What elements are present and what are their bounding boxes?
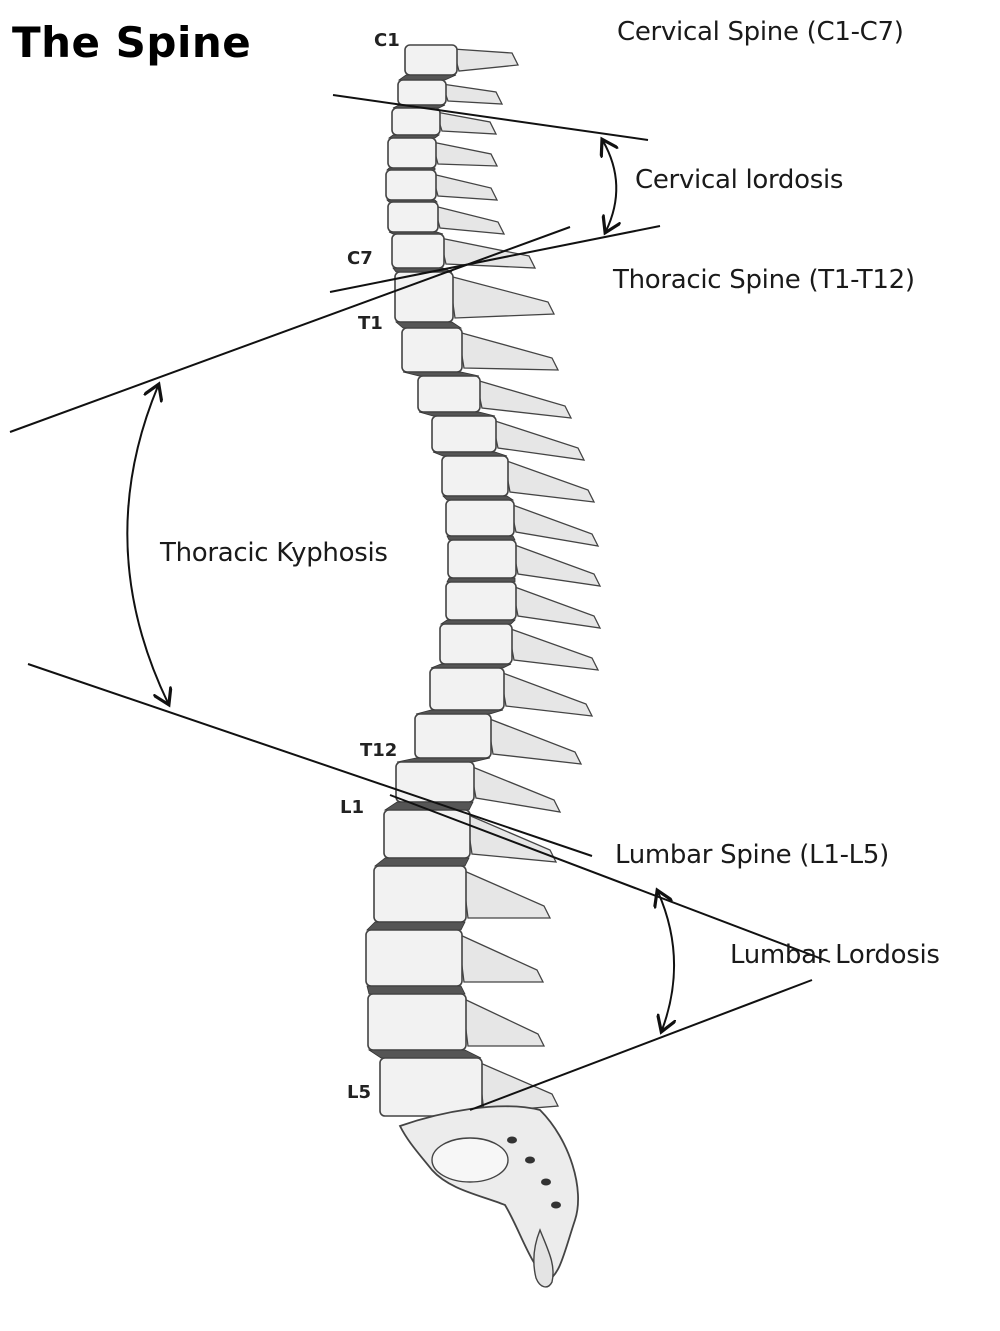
vertebra-body (391, 233, 445, 269)
thoracic-kyphosis-label: Thoracic Kyphosis (160, 538, 388, 568)
vertebra-process (441, 83, 504, 105)
spine-illustration (365, 44, 602, 1288)
vertebra-label-l1: L1 (340, 797, 364, 818)
intervertebral-disc (418, 411, 496, 417)
intervertebral-disc (397, 74, 457, 81)
vertebra-body (445, 581, 517, 621)
lumbar-upper-line (389, 794, 831, 963)
vertebra-label-t12: T12 (360, 740, 398, 761)
sacral-foramen (541, 1178, 551, 1186)
vertebra-body (365, 929, 463, 987)
vertebra-label-l5: L5 (347, 1082, 371, 1103)
vertebra-body (447, 539, 517, 579)
sacral-auricular-surface (431, 1137, 509, 1183)
vertebra-body (367, 993, 467, 1051)
vertebra-body (397, 79, 447, 106)
vertebra-label-c1: C1 (374, 30, 400, 51)
thoracic-spine-label: Thoracic Spine (T1-T12) (613, 265, 915, 295)
intervertebral-disc (432, 451, 508, 457)
vertebra-process (486, 716, 583, 765)
intervertebral-disc (367, 1049, 482, 1059)
vertebra-process (509, 502, 600, 547)
vertebra-body (404, 44, 458, 76)
vertebra-body (387, 137, 437, 169)
intervertebral-disc (373, 857, 470, 867)
intervertebral-disc (439, 619, 516, 625)
curve-arrows (126, 141, 674, 1030)
vertebra-label-c7: C7 (347, 248, 373, 269)
intervertebral-disc (366, 985, 466, 995)
intervertebral-disc (430, 663, 512, 669)
vertebra-body (445, 499, 515, 537)
intervertebral-disc (446, 535, 516, 541)
lumbar-spine-label: Lumbar Spine (L1-L5) (615, 840, 889, 870)
vertebra-process (503, 459, 596, 503)
vertebra-process (433, 205, 506, 235)
vertebra-process (461, 996, 546, 1047)
intervertebral-disc (366, 921, 466, 931)
vertebra-body (417, 375, 481, 413)
vertebra-body (395, 761, 475, 803)
intervertebral-disc (415, 709, 504, 715)
intervertebral-disc (396, 757, 491, 763)
sacral-foramen (525, 1156, 535, 1164)
vertebra-body (387, 201, 439, 233)
lumbar-lordosis-arrow (658, 892, 674, 1030)
cervical-spine-label: Cervical Spine (C1-C7) (617, 17, 904, 47)
intervertebral-disc (442, 495, 515, 501)
intervertebral-disc (446, 577, 516, 583)
vertebra-process (491, 419, 586, 461)
intervertebral-disc (394, 321, 463, 329)
vertebra-body (379, 1057, 483, 1117)
cervical-upper-line (332, 94, 649, 141)
thoracic-kyphosis-arrow (126, 386, 168, 703)
vertebra-process (507, 627, 600, 671)
lumbar-lordosis-label: Lumbar Lordosis (730, 940, 940, 970)
vertebra-process (457, 932, 545, 983)
vertebra-body (431, 415, 497, 453)
cervical-lordosis-arrow (603, 141, 616, 231)
vertebra-body (383, 809, 471, 859)
sacrum (398, 1105, 579, 1282)
sacral-foramen (507, 1136, 517, 1144)
sacral-foramen (551, 1201, 561, 1209)
vertebra-body (414, 713, 492, 759)
reference-lines (9, 94, 831, 1111)
vertebra-process (448, 275, 556, 319)
cervical-lordosis-label: Cervical lordosis (635, 165, 844, 195)
vertebra-process (431, 173, 499, 201)
vertebra-process (511, 542, 602, 587)
intervertebral-disc (402, 371, 480, 377)
vertebra-body (429, 667, 505, 711)
vertebra-body (439, 623, 513, 665)
vertebra-label-t1: T1 (358, 313, 383, 334)
vertebra-process (465, 812, 558, 863)
vertebra-body (391, 107, 441, 136)
vertebra-process (499, 670, 594, 717)
cervical-lower-line (329, 225, 661, 293)
vertebra-process (461, 868, 552, 919)
page-title: The Spine (12, 18, 252, 67)
vertebra-body (441, 455, 509, 497)
lumbar-lower-line (469, 979, 813, 1111)
vertebra-process (457, 331, 560, 371)
vertebra-body (385, 169, 437, 201)
vertebra-body (401, 327, 463, 373)
vertebra-process (452, 48, 520, 72)
vertebra-process (511, 584, 602, 629)
thoracic-upper-line (9, 226, 571, 433)
vertebra-body (373, 865, 467, 923)
vertebra-process (469, 764, 562, 813)
vertebra-process (477, 1060, 560, 1113)
vertebra-process (435, 111, 498, 135)
vertebra-process (431, 141, 499, 167)
coccyx (533, 1228, 554, 1288)
vertebra-process (475, 379, 573, 419)
thoracic-lower-line (27, 663, 593, 857)
